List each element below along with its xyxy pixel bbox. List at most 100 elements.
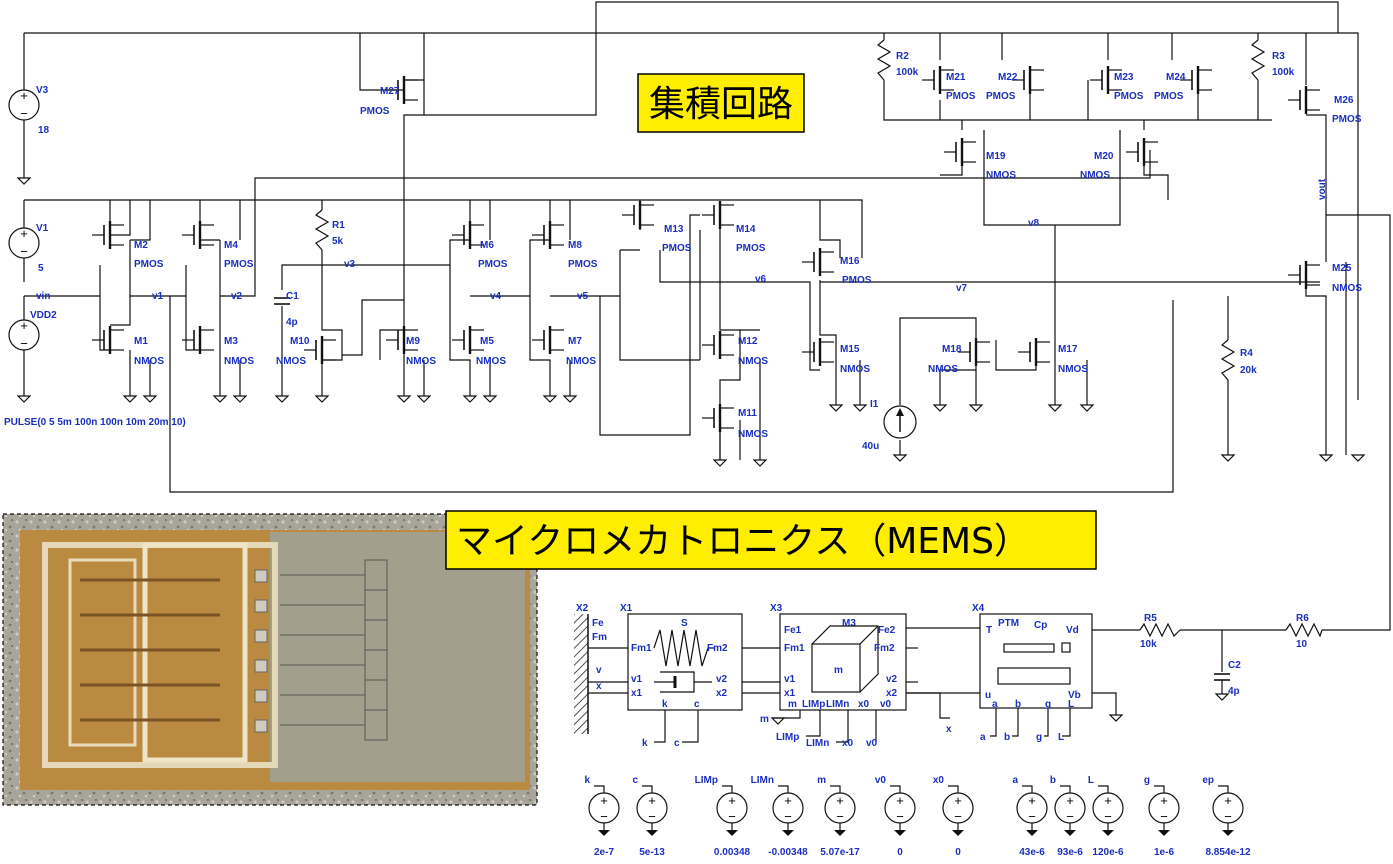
m2-type: PMOS: [134, 259, 164, 270]
param-name: b: [1050, 775, 1056, 786]
current-source-i1: I1 40u: [862, 399, 917, 452]
ground-icon: [142, 395, 158, 403]
x3-pin-x0: x0: [858, 699, 870, 710]
r5-value: 10k: [1140, 639, 1157, 650]
ground-icon: [562, 395, 578, 403]
svg-text:−: −: [20, 106, 28, 121]
resistor-r4: R4 20k: [1220, 339, 1257, 381]
transistor-m27: [386, 76, 418, 104]
net-v2: v2: [231, 291, 243, 302]
svg-text:+: +: [20, 88, 28, 103]
transistor-m14: [702, 201, 734, 229]
m17-name: M17: [1058, 344, 1078, 355]
param-value: 1e-6: [1154, 847, 1174, 858]
x3-ext-m: m: [760, 714, 769, 725]
svg-text:−: −: [896, 809, 904, 824]
transistor-m21: [922, 66, 954, 94]
resistor-r5: R5 10k: [1139, 613, 1181, 650]
ground-icon: [1108, 714, 1124, 722]
ground-icon: [462, 395, 478, 403]
svg-text:−: −: [1104, 809, 1112, 824]
x1-pin-k: k: [662, 699, 668, 710]
mems-wires: [588, 627, 1286, 743]
param-name: a: [1012, 775, 1018, 786]
m18-name: M18: [942, 344, 962, 355]
x3-pin-fm1: Fm1: [784, 643, 805, 654]
r3-value: 100k: [1272, 67, 1295, 78]
x2-name: X2: [576, 603, 589, 614]
x2-pin-v: v: [596, 665, 602, 676]
param-name: x0: [933, 775, 945, 786]
x4-pin-l: L: [1068, 699, 1074, 710]
c2-name: C2: [1228, 660, 1241, 671]
param-value: 5.07e-17: [820, 847, 860, 858]
svg-text:−: −: [600, 809, 608, 824]
c2-value: 4p: [1228, 686, 1240, 697]
ground-icon: [968, 404, 984, 412]
m4-type: PMOS: [224, 259, 254, 270]
param-name: L: [1088, 775, 1094, 786]
title-mems-text: マイクロメカトロニクス（MEMS）: [456, 521, 1030, 562]
param-source-x0: +−x00: [933, 775, 974, 858]
ground-icon: [1350, 454, 1366, 462]
x3-pin-v1: v1: [784, 674, 796, 685]
c1-value: 4p: [286, 317, 298, 328]
transistor-m1: [92, 326, 124, 354]
x4-pin-cp: Cp: [1034, 620, 1047, 631]
x4-pin-vd: Vd: [1066, 625, 1079, 636]
mass-cube-icon: [811, 625, 879, 693]
svg-text:−: −: [1224, 809, 1232, 824]
spring-icon: [653, 629, 714, 667]
m6-type: PMOS: [478, 259, 508, 270]
net-vout: vout: [1317, 178, 1328, 200]
svg-text:+: +: [1160, 793, 1168, 808]
param-name: g: [1144, 775, 1150, 786]
ground-icon: [952, 830, 964, 836]
ground-icon: [770, 717, 786, 725]
svg-text:+: +: [896, 793, 904, 808]
v1-name: V1: [36, 223, 49, 234]
x1-pin-x2: x2: [716, 688, 728, 699]
svg-text:+: +: [600, 793, 608, 808]
m26-name: M26: [1334, 95, 1354, 106]
m16-name: M16: [840, 256, 860, 267]
param-value: -0.00348: [768, 847, 808, 858]
ground-icon: [396, 395, 412, 403]
param-value: 93e-6: [1057, 847, 1083, 858]
transistor-m23: [1090, 66, 1122, 94]
svg-text:−: −: [20, 244, 28, 259]
m24-type: PMOS: [1154, 91, 1184, 102]
m22-name: M22: [998, 72, 1018, 83]
x3-pin-limp: LIMp: [802, 699, 825, 710]
param-name: LIMp: [695, 775, 718, 786]
circuit-wires: [23, 1, 1391, 631]
param-source-ep: +−ep8.854e-12: [1202, 775, 1251, 858]
x3-pin-v2: v2: [886, 674, 898, 685]
ground-icon: [1222, 830, 1234, 836]
svg-text:−: −: [1160, 809, 1168, 824]
resistor-r3: R3 100k: [1250, 39, 1295, 81]
svg-text:−: −: [954, 809, 962, 824]
ground-icon: [828, 404, 844, 412]
voltage-source-v3: + − V3 18: [8, 85, 50, 136]
m25-type: NMOS: [1332, 283, 1362, 294]
transistor-m12: [702, 331, 734, 359]
x1-pin-v1: v1: [631, 674, 643, 685]
r2-value: 100k: [896, 67, 919, 78]
x1-pin-fm1: Fm1: [631, 643, 652, 654]
x4-pin-a: a: [992, 699, 998, 710]
r1-value: 5k: [332, 236, 344, 247]
damper-icon: [654, 671, 712, 693]
ground-icon: [1026, 830, 1038, 836]
svg-text:+: +: [20, 226, 28, 241]
param-value: 43e-6: [1019, 847, 1045, 858]
transistor-m13: [622, 201, 654, 229]
param-name: ep: [1202, 775, 1214, 786]
x4-name: X4: [972, 603, 985, 614]
param-value: 5e-13: [639, 847, 665, 858]
x4-ext-a: a: [980, 732, 986, 743]
transistor-labels: M27PMOSM2PMOSM4PMOSM6PMOSM8PMOSM13PMOSM1…: [134, 72, 1362, 440]
ground-icon: [482, 395, 498, 403]
